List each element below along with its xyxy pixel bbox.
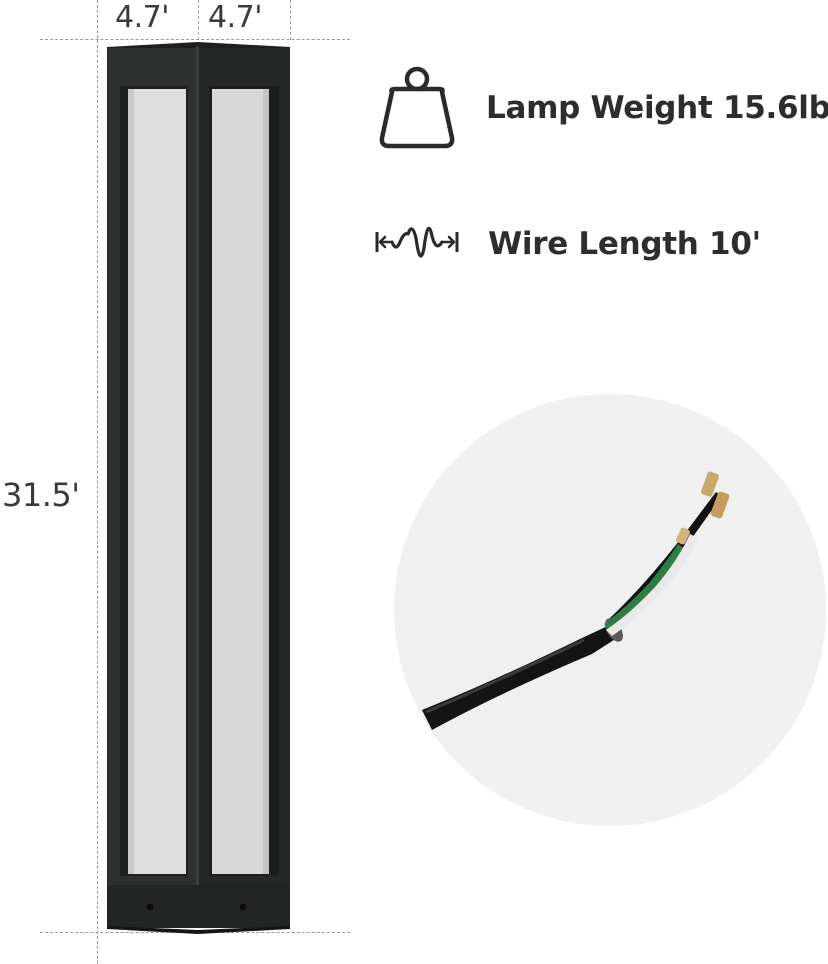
copper-strand-2 bbox=[710, 491, 730, 519]
cable-closeup-image bbox=[394, 394, 826, 826]
left-dimension-line bbox=[97, 0, 98, 964]
lamp-left-glass bbox=[128, 89, 186, 874]
lamp-screw-left bbox=[146, 903, 154, 911]
closeup-background bbox=[394, 394, 826, 826]
lamp-corner-edge bbox=[196, 46, 199, 928]
top-dimension-line bbox=[40, 39, 350, 40]
copper-strand-3 bbox=[676, 527, 690, 545]
lamp-right-glass-shade bbox=[263, 89, 269, 874]
height-label: 31.5' bbox=[2, 476, 80, 514]
width-right-label: 4.7' bbox=[208, 0, 262, 35]
lamp-base bbox=[107, 885, 290, 928]
white-wire bbox=[606, 534, 698, 636]
right-dimension-line bbox=[290, 0, 291, 40]
weight-spec: Lamp Weight 15.6lb bbox=[378, 66, 828, 150]
lamp-post-image bbox=[107, 42, 290, 934]
weight-label: Lamp Weight 15.6lb bbox=[486, 90, 828, 126]
cable-jacket bbox=[422, 624, 620, 730]
lamp-screw-right bbox=[239, 903, 247, 911]
lamp-right-glass bbox=[212, 89, 269, 874]
wire-spec: Wire Length 10' bbox=[374, 208, 761, 280]
wire-length-icon bbox=[375, 226, 459, 258]
green-wire bbox=[604, 544, 684, 630]
weight-icon bbox=[379, 66, 455, 149]
lamp-bottom-edge bbox=[107, 926, 290, 934]
middle-dimension-line bbox=[198, 0, 199, 40]
copper-strand-1 bbox=[701, 471, 719, 497]
width-left-label: 4.7' bbox=[115, 0, 169, 35]
wire-label: Wire Length 10' bbox=[488, 226, 761, 262]
lamp-left-glass-shade bbox=[128, 89, 134, 874]
black-wire bbox=[610, 492, 722, 624]
